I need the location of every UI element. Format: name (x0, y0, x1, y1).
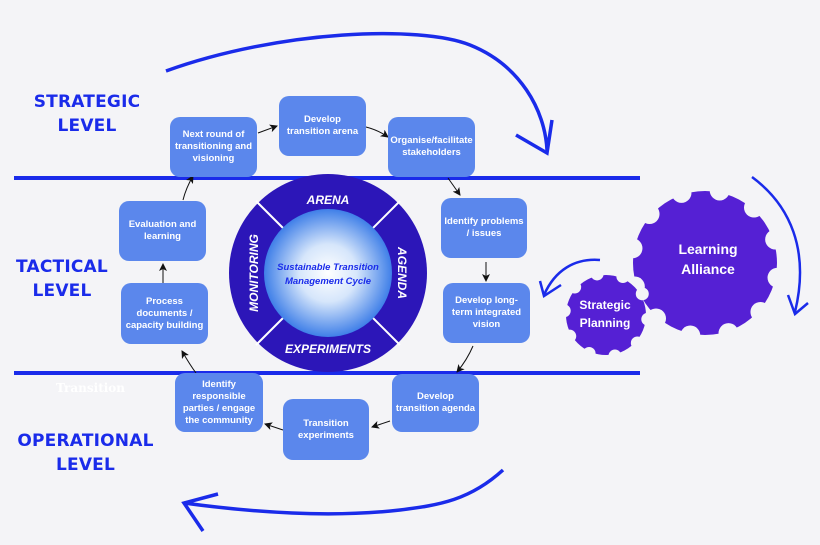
step-arrow (447, 177, 461, 196)
step-next-round: Next round of transitioning and visionin… (170, 117, 257, 177)
ring-divider (255, 200, 288, 233)
cycle-center-title-line2: Management Cycle (285, 276, 372, 287)
strategic-label-line1: STRATEGIC (33, 92, 141, 112)
gear-notch (635, 287, 649, 301)
gear-body (566, 275, 646, 355)
step-transition-experiments: Transition experiments (283, 399, 369, 460)
top-arrowhead-icon (515, 119, 554, 156)
step-arrow (456, 345, 474, 373)
gear-notch (616, 270, 630, 284)
segment-monitoring: MONITORING (247, 234, 261, 312)
step-identify-problems: Identify problems / issues (441, 198, 527, 258)
gear-notch (767, 267, 788, 288)
step-process-documents: Process documents / capacity building (121, 283, 208, 344)
tactical-level-label: TACTICAL LEVEL (2, 255, 122, 303)
lower-level-divider (14, 371, 640, 375)
step-arrow (181, 350, 197, 374)
step-evaluation-learning: Evaluation and learning (119, 201, 206, 261)
segment-experiments: EXPERIMENTS (285, 342, 371, 356)
small-gear-curved-arrow (542, 258, 601, 296)
operational-level-label: OPERATIONAL LEVEL (8, 429, 163, 477)
gear-notch (630, 336, 644, 350)
step-arrow (371, 420, 391, 429)
right-curved-arrow (751, 175, 802, 313)
bottom-arrowhead-icon (181, 492, 219, 532)
gear-notch (608, 349, 622, 363)
gear-notch (622, 238, 643, 259)
gear-body (633, 191, 777, 335)
strategic-planning-gear-icon (557, 267, 655, 363)
strategic-planning-label-line1: Strategic (579, 298, 631, 312)
gear-notch (568, 280, 582, 294)
gear-notch (680, 325, 701, 346)
gear-notch (557, 304, 571, 318)
gear-notch (765, 229, 786, 250)
gear-notch (750, 301, 771, 322)
learning-alliance-label-line2: Alliance (681, 261, 735, 277)
bottom-curved-arrow (183, 468, 505, 516)
step-arrow (365, 126, 389, 138)
step-develop-arena: Develop transition arena (279, 96, 366, 156)
gear-notch (641, 312, 655, 326)
step-arrow (182, 175, 194, 201)
tactical-label-line1: TACTICAL (16, 257, 108, 277)
ring-divider (255, 313, 288, 346)
gear-notch (709, 180, 730, 201)
ghost-transition-label: Transition (56, 381, 126, 395)
ring-divider (368, 200, 401, 233)
gear-notch (582, 346, 596, 360)
tactical-label-line2: LEVEL (32, 281, 92, 301)
strategic-label-line2: LEVEL (57, 116, 117, 136)
gear-notch (743, 197, 764, 218)
step-long-term-vision: Develop long-term integrated vision (443, 283, 530, 343)
operational-label-line2: LEVEL (55, 455, 116, 475)
operational-label-line1: OPERATIONAL (17, 431, 154, 451)
gear-notch (718, 323, 739, 344)
learning-alliance-gear-icon (622, 180, 788, 346)
cycle-inner-circle (264, 209, 392, 337)
gear-notch (671, 182, 692, 203)
segment-agenda: AGENDA (395, 246, 409, 299)
segment-arena: ARENA (306, 193, 350, 207)
gear-notch (590, 267, 604, 281)
gear-notch (639, 204, 660, 225)
right-arrowhead-icon (786, 294, 809, 317)
step-transition-agenda: Develop transition agenda (392, 374, 479, 432)
step-arrow (257, 124, 278, 134)
step-arrow (264, 422, 284, 431)
step-organise-stakeholders: Organise/facilitate stakeholders (388, 117, 475, 177)
strategic-level-label: STRATEGIC LEVEL (22, 90, 152, 138)
step-identify-parties: Identify responsible parties / engage th… (175, 373, 263, 432)
gear-notch (563, 329, 577, 343)
ring-divider (368, 313, 401, 346)
top-curved-arrow (165, 31, 549, 151)
learning-alliance-label-line1: Learning (678, 241, 737, 257)
cycle-center-title-line1: Sustainable Transition (277, 262, 379, 273)
small-gear-arrowhead-icon (538, 280, 562, 298)
strategic-planning-label-line2: Planning (580, 316, 631, 330)
